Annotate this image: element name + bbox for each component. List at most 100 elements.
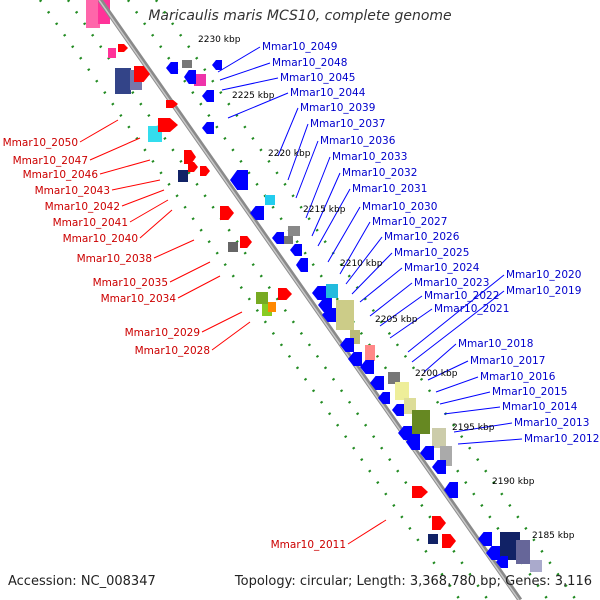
scale-label: 2205 kbp	[375, 315, 418, 325]
leader-line	[427, 360, 469, 381]
reverse-gene-arrow	[230, 170, 248, 190]
forward-gene-label: Mmar10_2011	[271, 539, 346, 551]
leader-line	[79, 119, 119, 143]
reverse-gene-label: Mmar10_2015	[492, 386, 567, 398]
leader-line	[359, 267, 403, 303]
reverse-gene-arrow	[212, 60, 222, 70]
reverse-gene-labels: Mmar10_2049Mmar10_2048Mmar10_2045Mmar10_…	[262, 41, 599, 445]
forward-gene-arrow	[166, 100, 178, 108]
hit-block	[500, 532, 520, 560]
reverse-gene-arrow	[398, 426, 412, 440]
leader-line	[153, 239, 195, 259]
leader-line	[177, 275, 221, 299]
hit-block	[288, 226, 300, 236]
reverse-gene-arrow	[444, 482, 458, 498]
scale-label: 2185 kbp	[532, 531, 575, 541]
reverse-gene-label: Mmar10_2022	[424, 290, 499, 302]
label-leader-lines	[79, 46, 523, 545]
reverse-gene-label: Mmar10_2045	[280, 72, 355, 84]
reverse-gene-label: Mmar10_2032	[342, 167, 417, 179]
reverse-gene-label: Mmar10_2039	[300, 102, 375, 114]
leader-line	[379, 295, 423, 327]
hit-block	[178, 170, 188, 182]
hit-block	[268, 302, 276, 312]
scale-label: 2210 kbp	[340, 259, 383, 269]
leader-line	[111, 179, 161, 191]
hit-block	[412, 410, 430, 434]
reverse-gene-label: Mmar10_2044	[290, 87, 366, 99]
reverse-gene-label: Mmar10_2020	[506, 269, 581, 281]
forward-gene-labels: Mmar10_2050Mmar10_2047Mmar10_2046Mmar10_…	[3, 137, 346, 551]
hit-block	[365, 345, 375, 361]
hit-block	[182, 60, 192, 68]
hit-block	[395, 382, 409, 400]
forward-gene-arrow	[220, 206, 234, 220]
leader-line	[99, 159, 151, 175]
reverse-gene-label: Mmar10_2024	[404, 262, 480, 274]
reverse-gene-arrow	[370, 376, 384, 390]
leader-line	[407, 274, 505, 353]
scale-label: 2225 kbp	[232, 91, 275, 101]
forward-gene-label: Mmar10_2029	[125, 327, 200, 339]
hit-block	[336, 300, 354, 330]
hit-block	[115, 68, 131, 94]
leader-line	[389, 308, 433, 339]
forward-gene-label: Mmar10_2046	[23, 169, 99, 181]
forward-gene-arrow	[432, 516, 446, 530]
accession-text: Accession: NC_008347	[8, 574, 156, 589]
map-title: Maricaulis maris MCS10, complete genome	[148, 8, 452, 24]
hit-block	[228, 242, 238, 252]
leader-line	[129, 199, 169, 223]
scale-label: 2195 kbp	[452, 423, 495, 433]
hit-block	[432, 428, 446, 448]
scale-label: 2200 kbp	[415, 369, 458, 379]
leader-line	[351, 252, 393, 295]
hit-block	[265, 195, 275, 205]
reverse-gene-arrow	[392, 404, 404, 416]
reverse-gene-label: Mmar10_2048	[272, 57, 347, 69]
leader-line	[317, 188, 351, 247]
reverse-gene-arrow	[322, 308, 336, 322]
leader-line	[89, 137, 141, 161]
forward-gene-label: Mmar10_2035	[93, 277, 168, 289]
forward-gene-arrow	[188, 162, 198, 172]
reverse-gene-arrow	[290, 244, 302, 256]
reverse-gene-label: Mmar10_2025	[394, 247, 469, 259]
leader-line	[287, 123, 309, 181]
reverse-gene-arrow	[202, 90, 214, 102]
reverse-gene-arrow	[340, 338, 354, 352]
leader-line	[457, 438, 523, 445]
leader-line	[347, 519, 387, 545]
leader-line	[277, 107, 299, 157]
reverse-gene-arrow	[296, 258, 308, 272]
reverse-gene-label: Mmar10_2018	[458, 338, 533, 350]
forward-gene-label: Mmar10_2034	[101, 293, 177, 305]
reverse-gene-arrow	[420, 446, 434, 460]
reverse-gene-label: Mmar10_2012	[524, 433, 599, 445]
reverse-gene-label: Mmar10_2033	[332, 151, 407, 163]
reverse-gene-arrow	[166, 62, 178, 74]
forward-gene-arrow	[442, 534, 456, 548]
leader-line	[369, 282, 413, 317]
scale-label: 2220 kbp	[268, 149, 311, 159]
reverse-gene-arrow	[486, 546, 500, 560]
reverse-gene-arrow	[184, 70, 196, 84]
leader-line	[443, 406, 501, 415]
forward-gene-label: Mmar10_2047	[13, 155, 88, 167]
leader-line	[169, 261, 211, 283]
leader-line	[221, 77, 279, 91]
reverse-gene-label: Mmar10_2013	[514, 417, 589, 429]
leader-line	[305, 156, 331, 219]
reverse-gene-label: Mmar10_2019	[506, 285, 581, 297]
forward-gene-label: Mmar10_2038	[77, 253, 152, 265]
hit-block	[350, 330, 360, 344]
leader-line	[411, 290, 505, 363]
forward-gene-label: Mmar10_2050	[3, 137, 78, 149]
reverse-gene-label: Mmar10_2023	[414, 277, 489, 289]
reverse-gene-arrow	[272, 232, 284, 244]
reverse-gene-label: Mmar10_2031	[352, 183, 427, 195]
forward-gene-arrow	[134, 66, 150, 82]
gene-blocks	[86, 0, 542, 572]
reverse-gene-arrow	[496, 556, 508, 568]
forward-gene-label: Mmar10_2042	[45, 201, 120, 213]
